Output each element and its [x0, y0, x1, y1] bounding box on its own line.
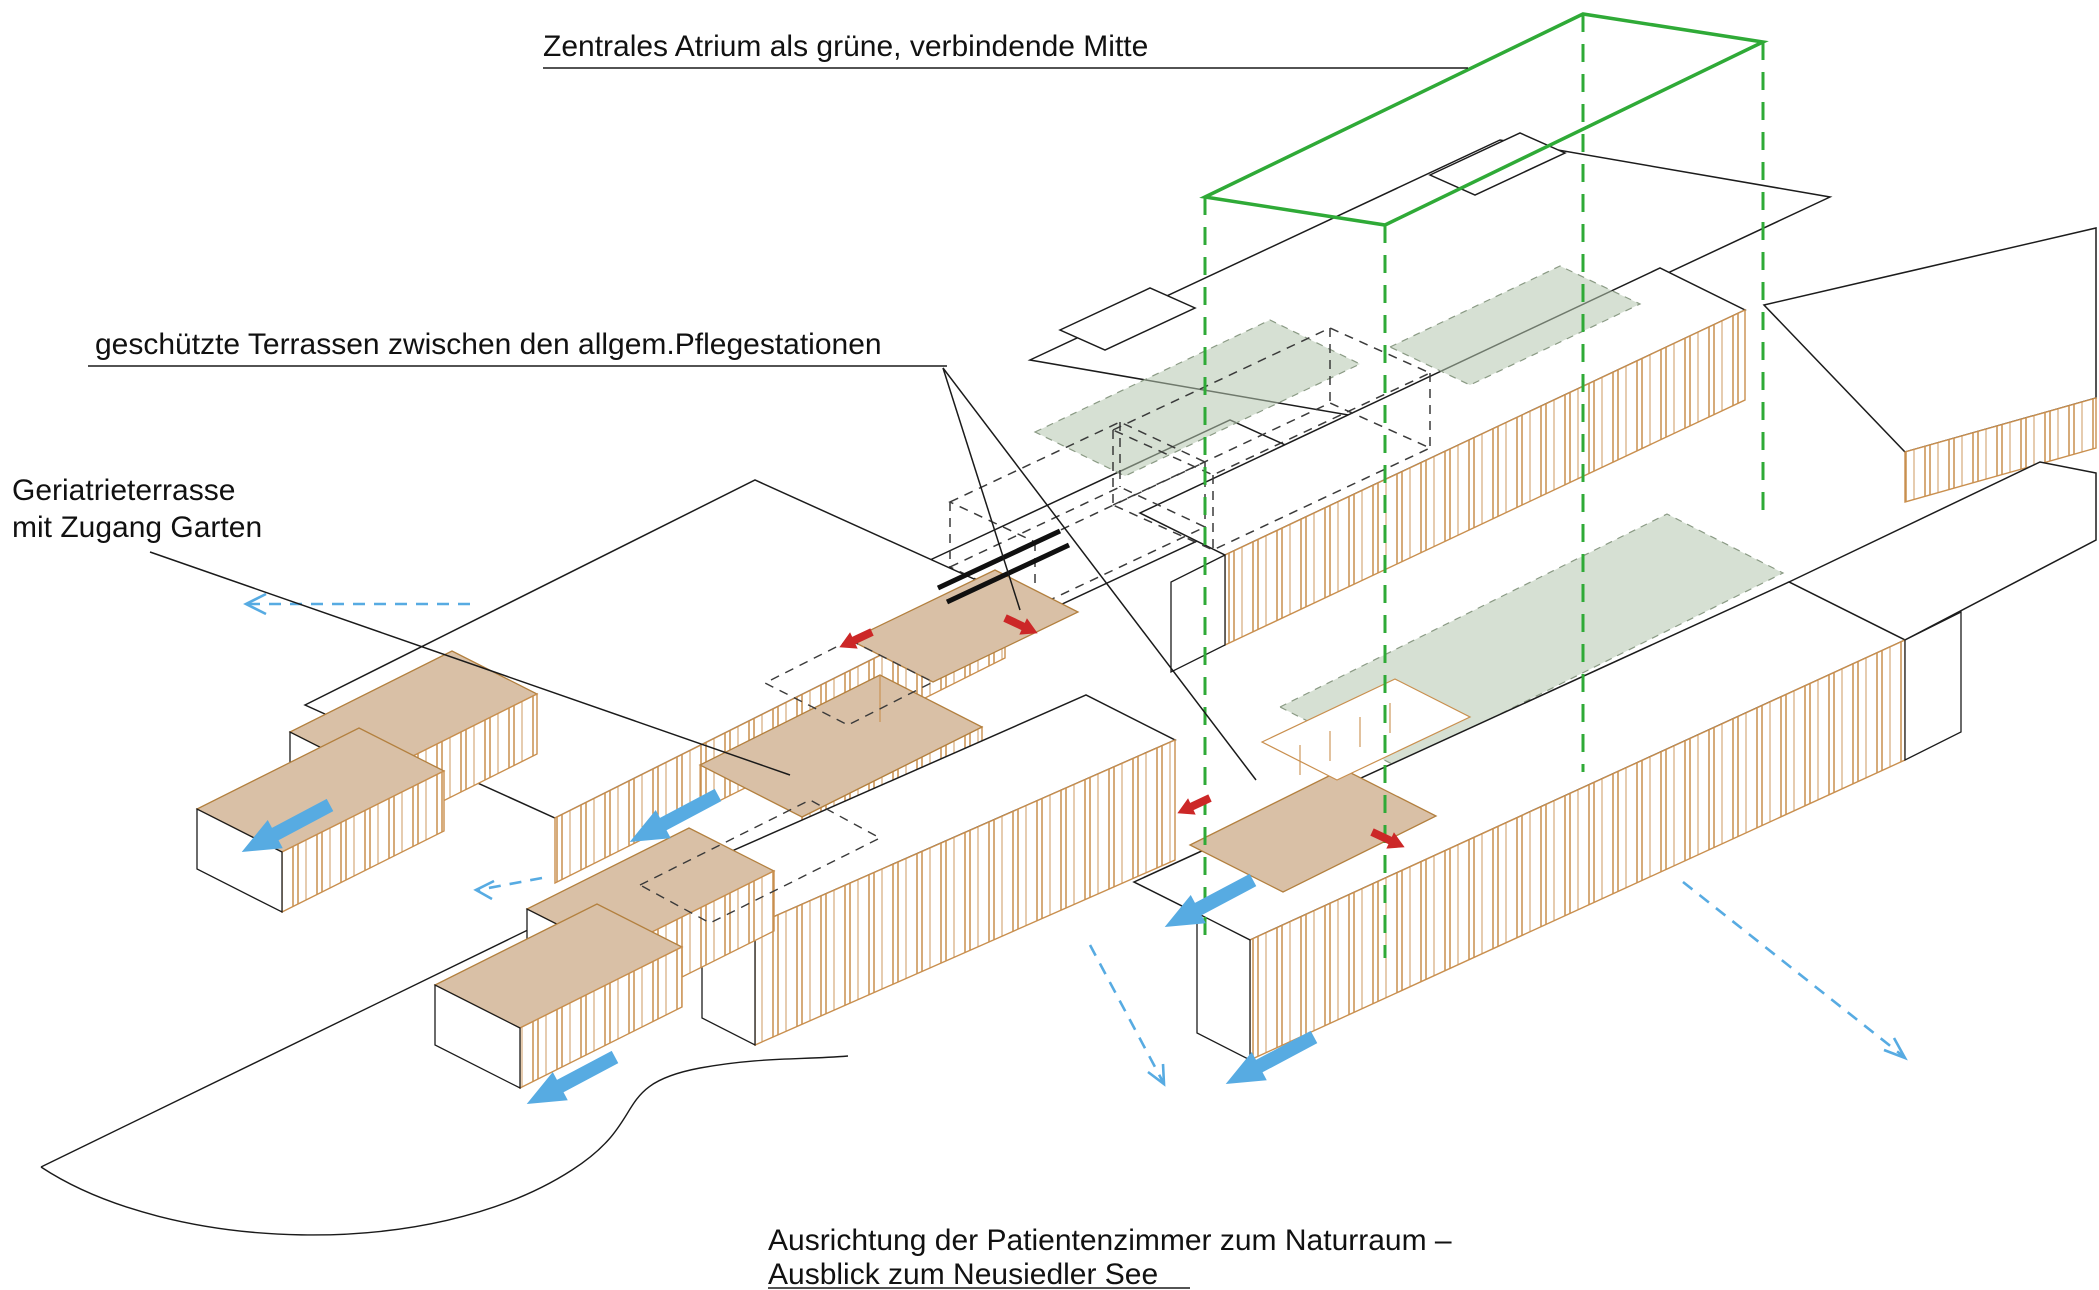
terraces-leader-line [942, 367, 1257, 781]
access-arrow [1003, 614, 1038, 635]
site-boundary-curve [40, 1055, 849, 1236]
end-wall [1196, 911, 1251, 1062]
geriatric-annotation-line1: Geriatrieterrasse [12, 474, 235, 507]
site-edge-line [40, 889, 611, 1168]
green-roof-patch [1388, 265, 1642, 386]
access-arrow [1177, 794, 1212, 815]
dashed-box-top [948, 421, 1207, 543]
access-arrow [839, 628, 874, 649]
geriatric-leader-line [149, 551, 791, 776]
geriatric-annotation-line2: mit Zugang Garten [12, 511, 262, 544]
flow-arrows-blue [241, 788, 1318, 1104]
view-arrow-head [1147, 1063, 1166, 1087]
top-right-facade [1904, 397, 2097, 503]
view-arrow-head [473, 879, 495, 901]
rooftop-box [1058, 287, 1197, 351]
flow-arrow [241, 798, 334, 852]
protected-terrace [848, 569, 1080, 683]
site-ground-lines [40, 889, 849, 1236]
view-arrow [1682, 880, 1904, 1058]
flow-arrow [1164, 873, 1257, 927]
flow-arrow [526, 1050, 619, 1104]
dashed-box-bottom [1111, 402, 1432, 551]
terraces-annotation: geschützte Terrassen zwischen den allgem… [95, 328, 882, 361]
view-arrow-head [243, 592, 267, 616]
left-geriatric-wing [195, 479, 1007, 914]
bridge-line [936, 528, 1062, 591]
leader-lines [149, 367, 1257, 781]
end-wall [434, 983, 521, 1090]
end-wall [1904, 610, 1962, 762]
view-arrow [1088, 944, 1165, 1083]
central-atrium-wing [1138, 267, 1747, 674]
dashed-courtyard-outline [638, 799, 882, 924]
access-arrows-red [839, 614, 1405, 849]
view-arrow [477, 876, 543, 892]
orientation-annotation-line2: Ausblick zum Neusiedler See [768, 1258, 1158, 1290]
protected-terrace [1188, 768, 1438, 893]
view-arrows-dashed [243, 592, 1908, 1087]
atrium-annotation: Zentrales Atrium als grüne, verbindende … [543, 30, 1148, 63]
end-wall [1170, 553, 1226, 674]
geriatric-terrace [698, 674, 984, 818]
flow-arrow [629, 788, 722, 842]
lower-left-terrace-blocks [433, 799, 882, 1090]
access-arrow [1370, 828, 1405, 849]
end-wall [196, 807, 283, 914]
terraces-leader-line [942, 367, 1021, 611]
terrace-railing-box [1260, 678, 1472, 781]
flow-arrow [1225, 1030, 1318, 1084]
terrace-block [433, 903, 684, 1090]
green-roof-patch [1033, 319, 1362, 477]
dashed-box-top [1111, 327, 1432, 476]
central-protected-terrace [1188, 678, 1472, 893]
view-arrow-head [1883, 1037, 1908, 1061]
annotation-labels: Zentrales Atrium als grüne, verbindende … [12, 30, 1468, 1290]
orientation-annotation-line1: Ausrichtung der Patientenzimmer zum Natu… [768, 1224, 1452, 1257]
terrace-block [195, 727, 446, 914]
